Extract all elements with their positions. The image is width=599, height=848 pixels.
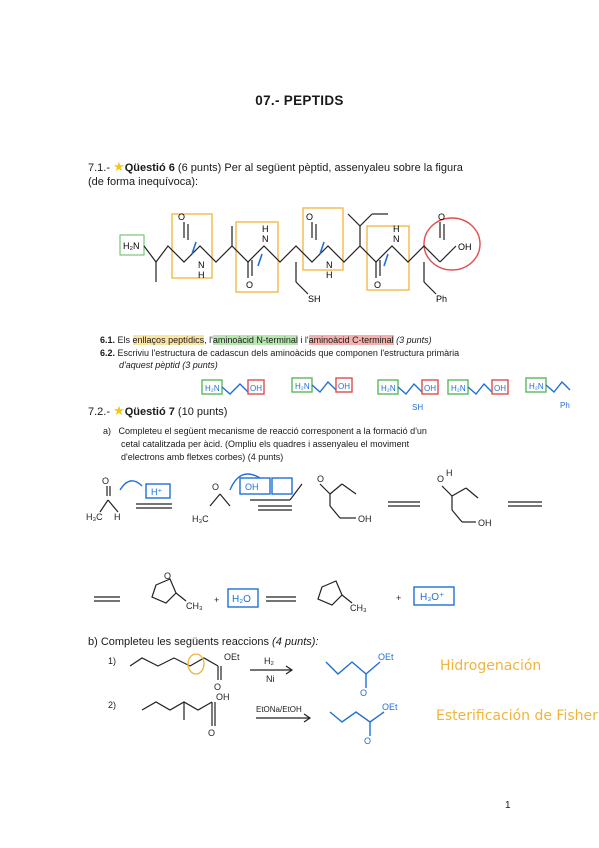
subquestion-6-2: 6.2. Escriviu l'estructura de cadascun d… [100, 348, 460, 358]
subquestion-6-1: 6.1. Els enllaços peptídics, l'aminoàcid… [100, 335, 432, 345]
svg-text:OEt: OEt [224, 652, 240, 662]
svg-text:N: N [262, 234, 269, 244]
svg-text:O: O [360, 688, 367, 698]
svg-text:OH: OH [478, 518, 492, 528]
n-terminal-label: H₂N [123, 241, 140, 251]
svg-text:O: O [317, 474, 324, 484]
svg-text:OH: OH [245, 482, 259, 492]
svg-text:OH: OH [338, 382, 350, 391]
svg-text:H: H [114, 512, 121, 522]
svg-text:H₂: H₂ [264, 656, 274, 666]
svg-text:OEt: OEt [382, 702, 398, 712]
amino-acid-answers: H₂N OH H₂N OH H₂N OH SH H₂N OH H₂N Ph [201, 377, 571, 412]
svg-text:SH: SH [308, 294, 321, 304]
star-icon: ★ [113, 159, 125, 174]
mechanism-row-1: O H₃C H O H₃C O OH O H OH H⁺ OH [86, 468, 542, 528]
question-7b-text: b) Completeu les següents reaccions (4 p… [88, 636, 319, 648]
question-number: 7.1.- [88, 162, 111, 174]
svg-text:O: O [164, 571, 171, 581]
peptide-bond-box-2 [235, 221, 279, 293]
svg-text:H₂N: H₂N [381, 384, 396, 393]
svg-text:H₃C: H₃C [86, 512, 103, 522]
svg-text:SH: SH [412, 403, 423, 412]
svg-text:Ni: Ni [266, 674, 275, 684]
svg-text:OH: OH [250, 384, 262, 393]
svg-text:OH: OH [358, 514, 372, 524]
svg-text:O: O [214, 682, 221, 692]
svg-text:O: O [374, 280, 381, 290]
page-number: 1 [505, 800, 511, 811]
svg-text:O: O [212, 482, 219, 492]
svg-text:+: + [396, 593, 401, 603]
svg-text:OH: OH [458, 242, 472, 252]
svg-text:H₂O: H₂O [232, 594, 251, 605]
svg-text:H₂N: H₂N [205, 384, 220, 393]
svg-text:O: O [438, 212, 445, 222]
svg-text:O: O [306, 212, 313, 222]
svg-text:H₂N: H₂N [451, 384, 466, 393]
svg-text:OEt: OEt [378, 652, 394, 662]
svg-text:O: O [178, 212, 185, 222]
svg-text:N: N [198, 260, 205, 270]
svg-text:Ph: Ph [560, 401, 570, 410]
svg-text:H: H [446, 468, 453, 478]
svg-text:OH: OH [424, 384, 436, 393]
peptide-bond-box-4 [366, 225, 410, 291]
star-icon: ★ [113, 403, 125, 418]
svg-text:+: + [214, 595, 219, 605]
question-6-header: 7.1.- ★Qüestió 6 (6 punts) Per al següen… [88, 159, 463, 175]
question-6-text-2: (de forma inequívoca): [88, 176, 199, 188]
svg-text:H⁺: H⁺ [151, 487, 162, 497]
question-label: Qüestió 6 [124, 162, 175, 174]
question-7a-text: a) Completeu el següent mecanisme de rea… [103, 426, 427, 462]
svg-text:N: N [326, 260, 333, 270]
page-title: 07.- PEPTIDS [255, 93, 344, 108]
question-text: Per al següent pèptid, assenyaleu sobre … [224, 162, 463, 174]
svg-text:H₂N: H₂N [529, 382, 544, 391]
svg-text:O: O [102, 476, 109, 486]
svg-text:H: H [326, 270, 333, 280]
reaction-1-number: 1) [108, 656, 117, 666]
peptide-bond-box-1 [171, 213, 213, 279]
svg-text:H₃C: H₃C [192, 514, 209, 524]
n-terminal-box [119, 234, 145, 256]
svg-text:O: O [364, 736, 371, 746]
svg-text:N: N [393, 234, 400, 244]
svg-text:H₂N: H₂N [295, 382, 310, 391]
svg-text:CH₃: CH₃ [186, 601, 203, 611]
svg-text:OH: OH [216, 692, 230, 702]
svg-text:O: O [437, 474, 444, 484]
svg-text:H: H [262, 224, 269, 234]
mechanism-row-2: O CH₃ + CH₃ + H₂O H₃O⁺ [94, 571, 455, 613]
reaction-2-number: 2) [108, 700, 117, 710]
question-7-header: 7.2.- ★Qüestió 7 (10 punts) [88, 403, 228, 418]
svg-text:O: O [246, 280, 253, 290]
svg-text:OH: OH [494, 384, 506, 393]
svg-text:O: O [208, 728, 215, 738]
svg-text:H: H [198, 270, 205, 280]
svg-text:H₃O⁺: H₃O⁺ [420, 592, 444, 603]
peptide-bond-box-3 [302, 207, 344, 271]
peptide-structure: H₂N O N H O N H O N H O N H O OH SH Ph [119, 207, 481, 304]
reaction-1: OEt O H₂ Ni OEt O [129, 652, 394, 698]
reaction-2: OH O EtONa/EtOH OEt O [141, 692, 398, 746]
svg-text:CH₃: CH₃ [350, 603, 367, 613]
question-points: (6 punts) [177, 162, 222, 174]
c-terminal-ellipse [423, 217, 481, 271]
svg-text:Ph: Ph [436, 294, 447, 304]
annotation-hydrogenation: Hidrogenación [440, 658, 542, 674]
annotation-fisher: Esterificación de Fisher [436, 708, 598, 724]
subquestion-6-2-cont: d'aquest pèptid (3 punts) [119, 360, 218, 370]
svg-text:H: H [393, 224, 400, 234]
svg-text:EtONa/EtOH: EtONa/EtOH [256, 705, 302, 714]
